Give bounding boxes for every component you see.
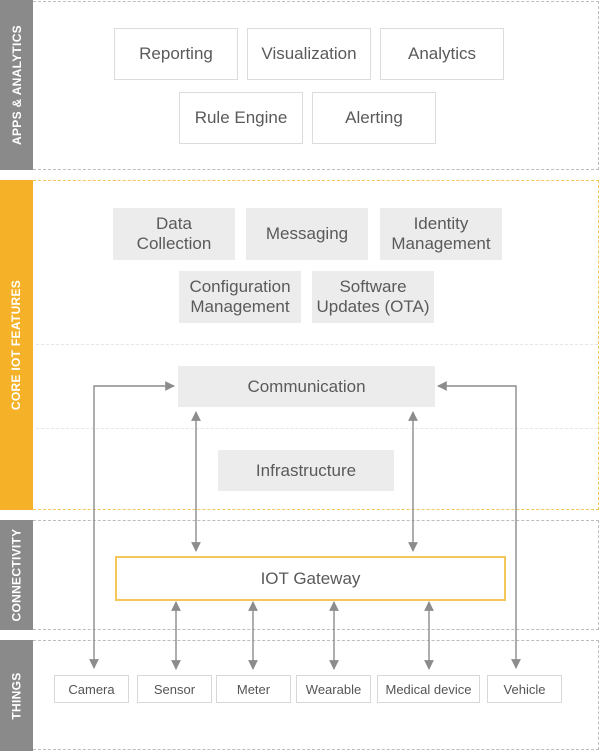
thing-wearable: Wearable: [296, 675, 371, 703]
box-reporting: Reporting: [114, 28, 238, 80]
box-communication: Communication: [178, 366, 435, 407]
box-messaging: Messaging: [246, 208, 368, 260]
section-label-things: THINGS: [0, 640, 33, 751]
box-rule-engine: Rule Engine: [179, 92, 303, 144]
box-data-collection: Data Collection: [113, 208, 235, 260]
box-software-updates: Software Updates (OTA): [312, 271, 434, 323]
arrow-vehicle-communication: [437, 381, 521, 669]
thing-medical-device: Medical device: [377, 675, 480, 703]
box-visualization: Visualization: [247, 28, 371, 80]
apps-analytics-frame: [33, 1, 599, 170]
box-identity-management: Identity Management: [380, 208, 502, 260]
core-divider-1: [36, 344, 598, 345]
things-frame: [33, 640, 599, 750]
thing-vehicle: Vehicle: [487, 675, 562, 703]
thing-sensor: Sensor: [137, 675, 212, 703]
core-divider-2: [36, 428, 598, 429]
box-alerting: Alerting: [312, 92, 436, 144]
box-infrastructure: Infrastructure: [218, 450, 394, 491]
core-iot-frame: [33, 180, 599, 510]
connectivity-frame: [33, 520, 599, 630]
section-label-apps-analytics: APPS & ANALYTICS: [0, 0, 33, 170]
thing-meter: Meter: [216, 675, 291, 703]
arrow-camera-communication: [89, 381, 175, 669]
box-configuration-management: Configuration Management: [179, 271, 301, 323]
section-label-connectivity: CONNECTIVITY: [0, 520, 33, 630]
section-label-core-iot: CORE IOT FEATURES: [0, 180, 33, 510]
box-analytics: Analytics: [380, 28, 504, 80]
thing-camera: Camera: [54, 675, 129, 703]
